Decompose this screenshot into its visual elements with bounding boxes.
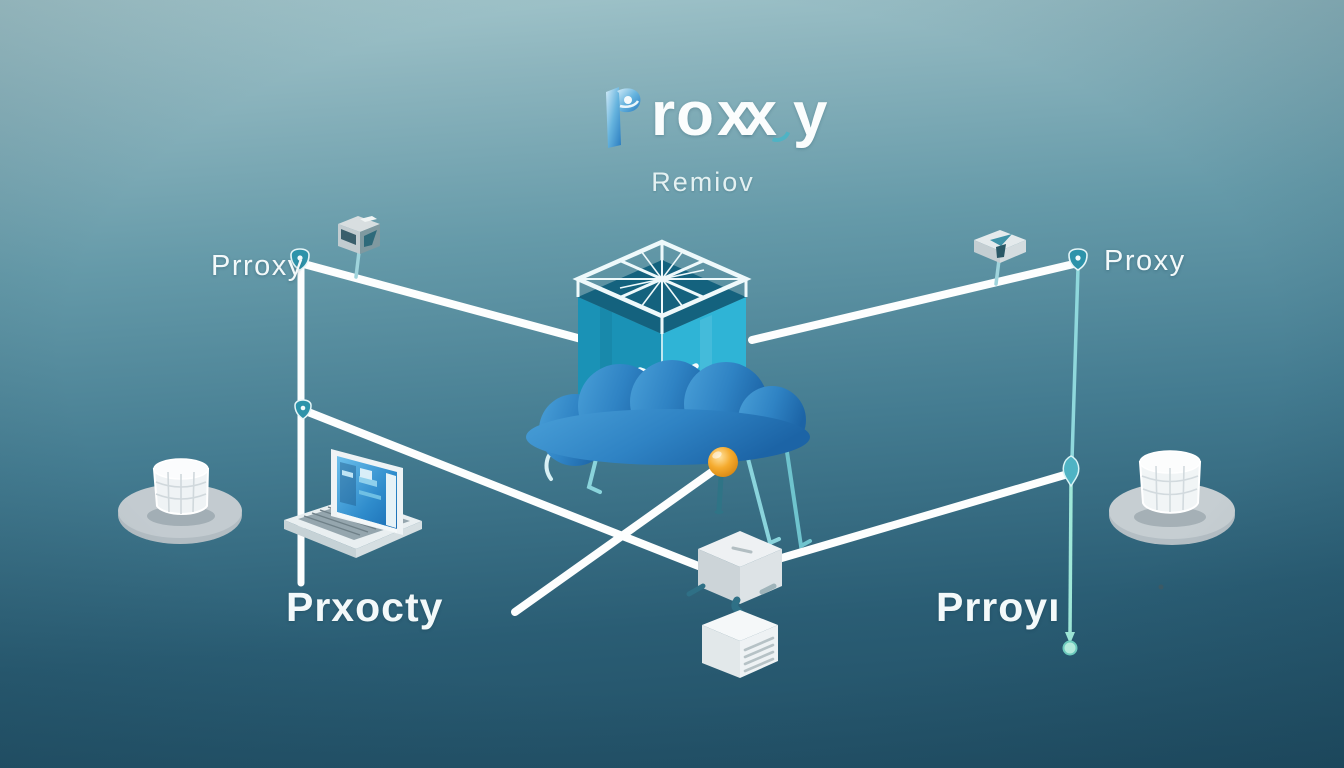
brand-subtitle: Remiov: [651, 167, 755, 197]
proxy-logo-icon: [606, 87, 641, 148]
title-segment: y: [792, 80, 829, 149]
label-proxy-bottom-left: Prxocty: [286, 584, 444, 630]
label-proxy-left: Prroxy: [211, 250, 304, 282]
label-proxy-bottom-right: Prroyı: [936, 584, 1061, 630]
label-proxy-right: Proxy: [1104, 245, 1186, 277]
title-segment: xx: [717, 80, 777, 149]
title-segment: ro: [651, 80, 715, 149]
